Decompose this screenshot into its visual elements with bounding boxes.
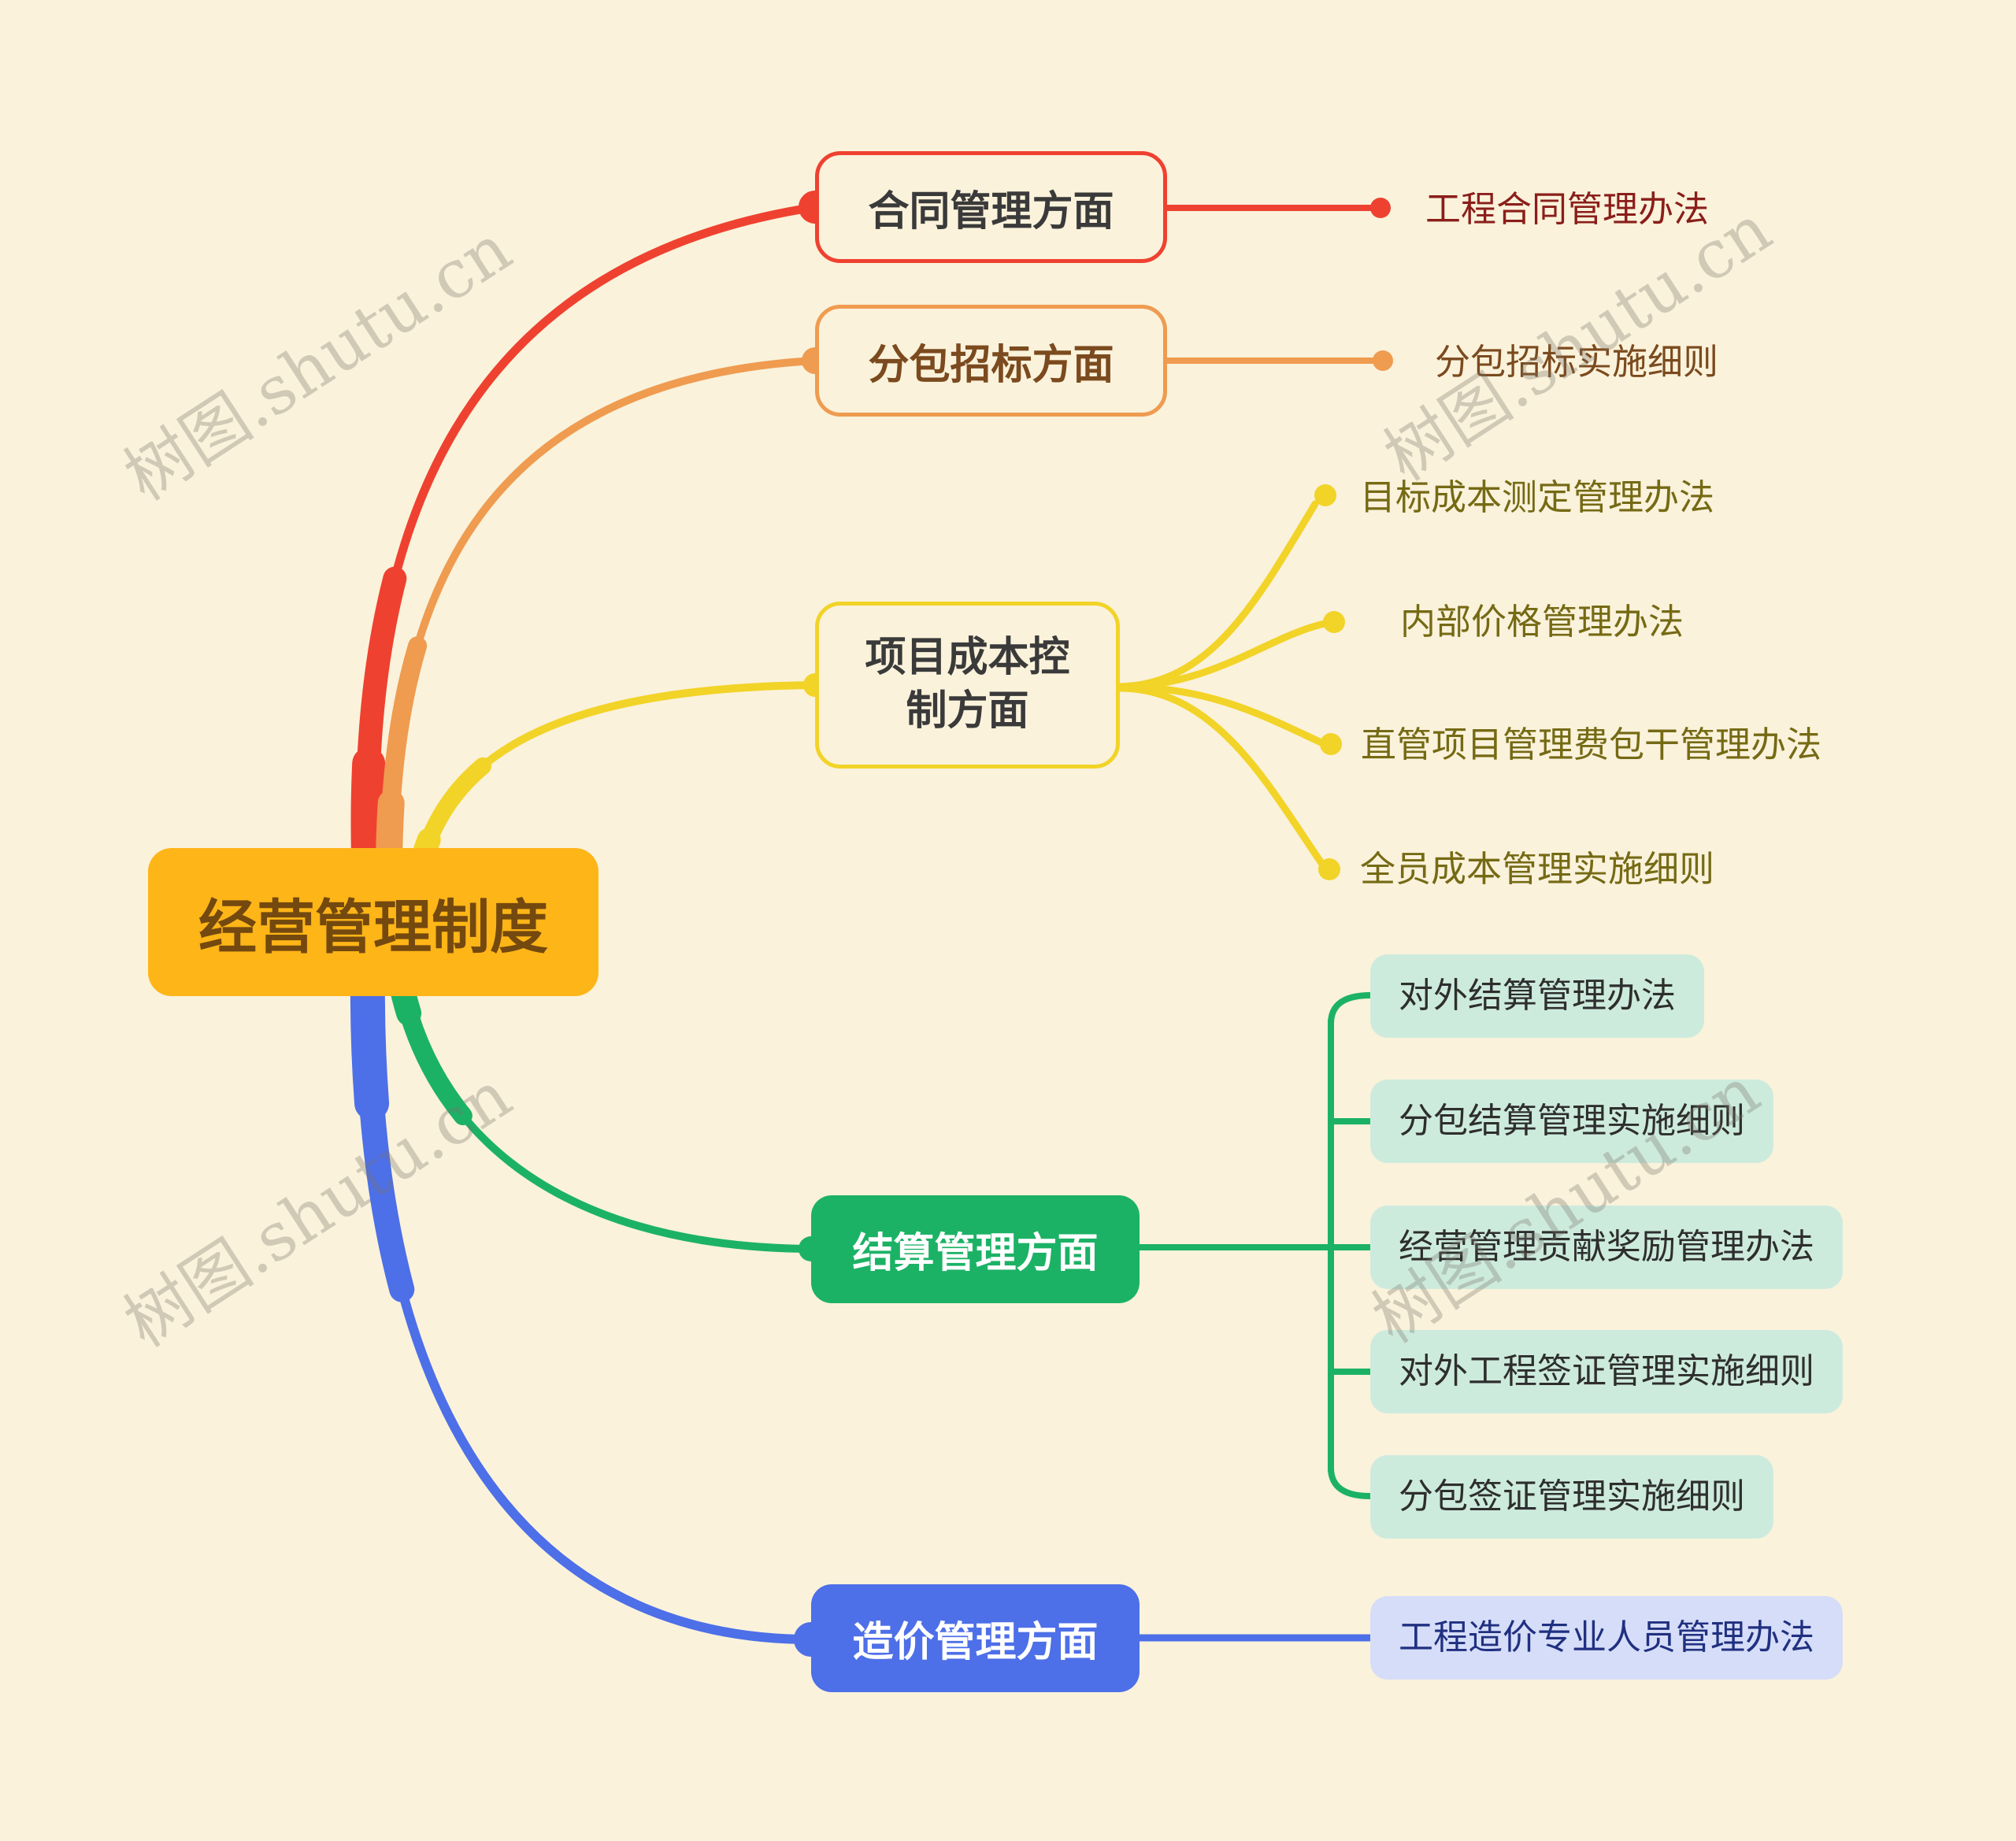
connector-dot-cost-1 (1314, 484, 1336, 506)
leaf-contract-management-measures[interactable]: 工程合同管理办法 (1425, 189, 1710, 229)
branch-curve-pricing-taper (354, 920, 824, 1652)
branch-node-project-cost-control[interactable]: 项目成本控制方面 (815, 602, 1120, 769)
leaf-subcontract-visa-rules[interactable]: 分包签证管理实施细则 (1370, 1455, 1773, 1539)
branch-curve-settlement-taper2 (381, 920, 824, 1261)
leaf-cost-engineer-personnel[interactable]: 工程造价专业人员管理办法 (1370, 1596, 1843, 1680)
leaf-connector-cost-4 (1116, 684, 1325, 867)
branch-curve-contract-taper (355, 195, 827, 925)
leaf-all-staff-cost-management[interactable]: 全员成本管理实施细则 (1360, 849, 1715, 889)
leaf-subcontract-settlement-rules[interactable]: 分包结算管理实施细则 (1370, 1080, 1773, 1163)
leaf-contribution-reward-management[interactable]: 经营管理贡献奖励管理办法 (1370, 1206, 1843, 1289)
branch-curve-pricing (362, 928, 816, 1644)
leaf-connector-settlement-1 (1328, 992, 1373, 1027)
leaf-direct-project-fee-management[interactable]: 直管项目管理费包干管理办法 (1361, 724, 1822, 765)
connector-dot-cost-3 (1320, 733, 1342, 755)
branch-node-subcontract-bidding[interactable]: 分包招标方面 (815, 305, 1167, 417)
leaf-connector-cost-3 (1116, 683, 1327, 747)
branch-node-settlement[interactable]: 结算管理方面 (811, 1195, 1140, 1303)
leaf-connector-settlement-5 (1328, 1465, 1373, 1499)
branch-node-project-cost-control-label: 项目成本控制方面 (865, 635, 1070, 734)
leaf-subcontract-bidding-rules[interactable]: 分包招标实施细则 (1435, 342, 1719, 382)
leaf-connector-cost-2 (1116, 620, 1329, 691)
branch-curve-pricing-taper2 (350, 916, 828, 1657)
connector-dot-bidding (1373, 350, 1393, 371)
branch-curve-contract (362, 202, 820, 918)
connector-dot-cost-4 (1318, 858, 1340, 880)
leaf-internal-price-management[interactable]: 内部价格管理办法 (1400, 602, 1684, 642)
root-node[interactable]: 经营管理制度 (148, 848, 598, 996)
leaf-external-visa-rules[interactable]: 对外工程签证管理实施细则 (1370, 1330, 1843, 1413)
connector-dot-cost-2 (1323, 611, 1345, 633)
branch-node-cost-engineering[interactable]: 造价管理方面 (811, 1584, 1140, 1692)
leaf-connector-cost-1 (1116, 500, 1319, 691)
branch-curve-bidding (385, 357, 819, 919)
branch-curve-contract-taper2 (350, 191, 832, 930)
branch-curve-bidding-taper2 (376, 347, 828, 928)
branch-node-contract[interactable]: 合同管理方面 (815, 151, 1167, 263)
leaf-target-cost-measurement[interactable]: 目标成本测定管理办法 (1360, 477, 1715, 517)
connector-dot-contract (1370, 198, 1391, 218)
branch-curve-bidding-taper (380, 351, 825, 924)
leaf-external-settlement[interactable]: 对外结算管理办法 (1370, 954, 1704, 1038)
